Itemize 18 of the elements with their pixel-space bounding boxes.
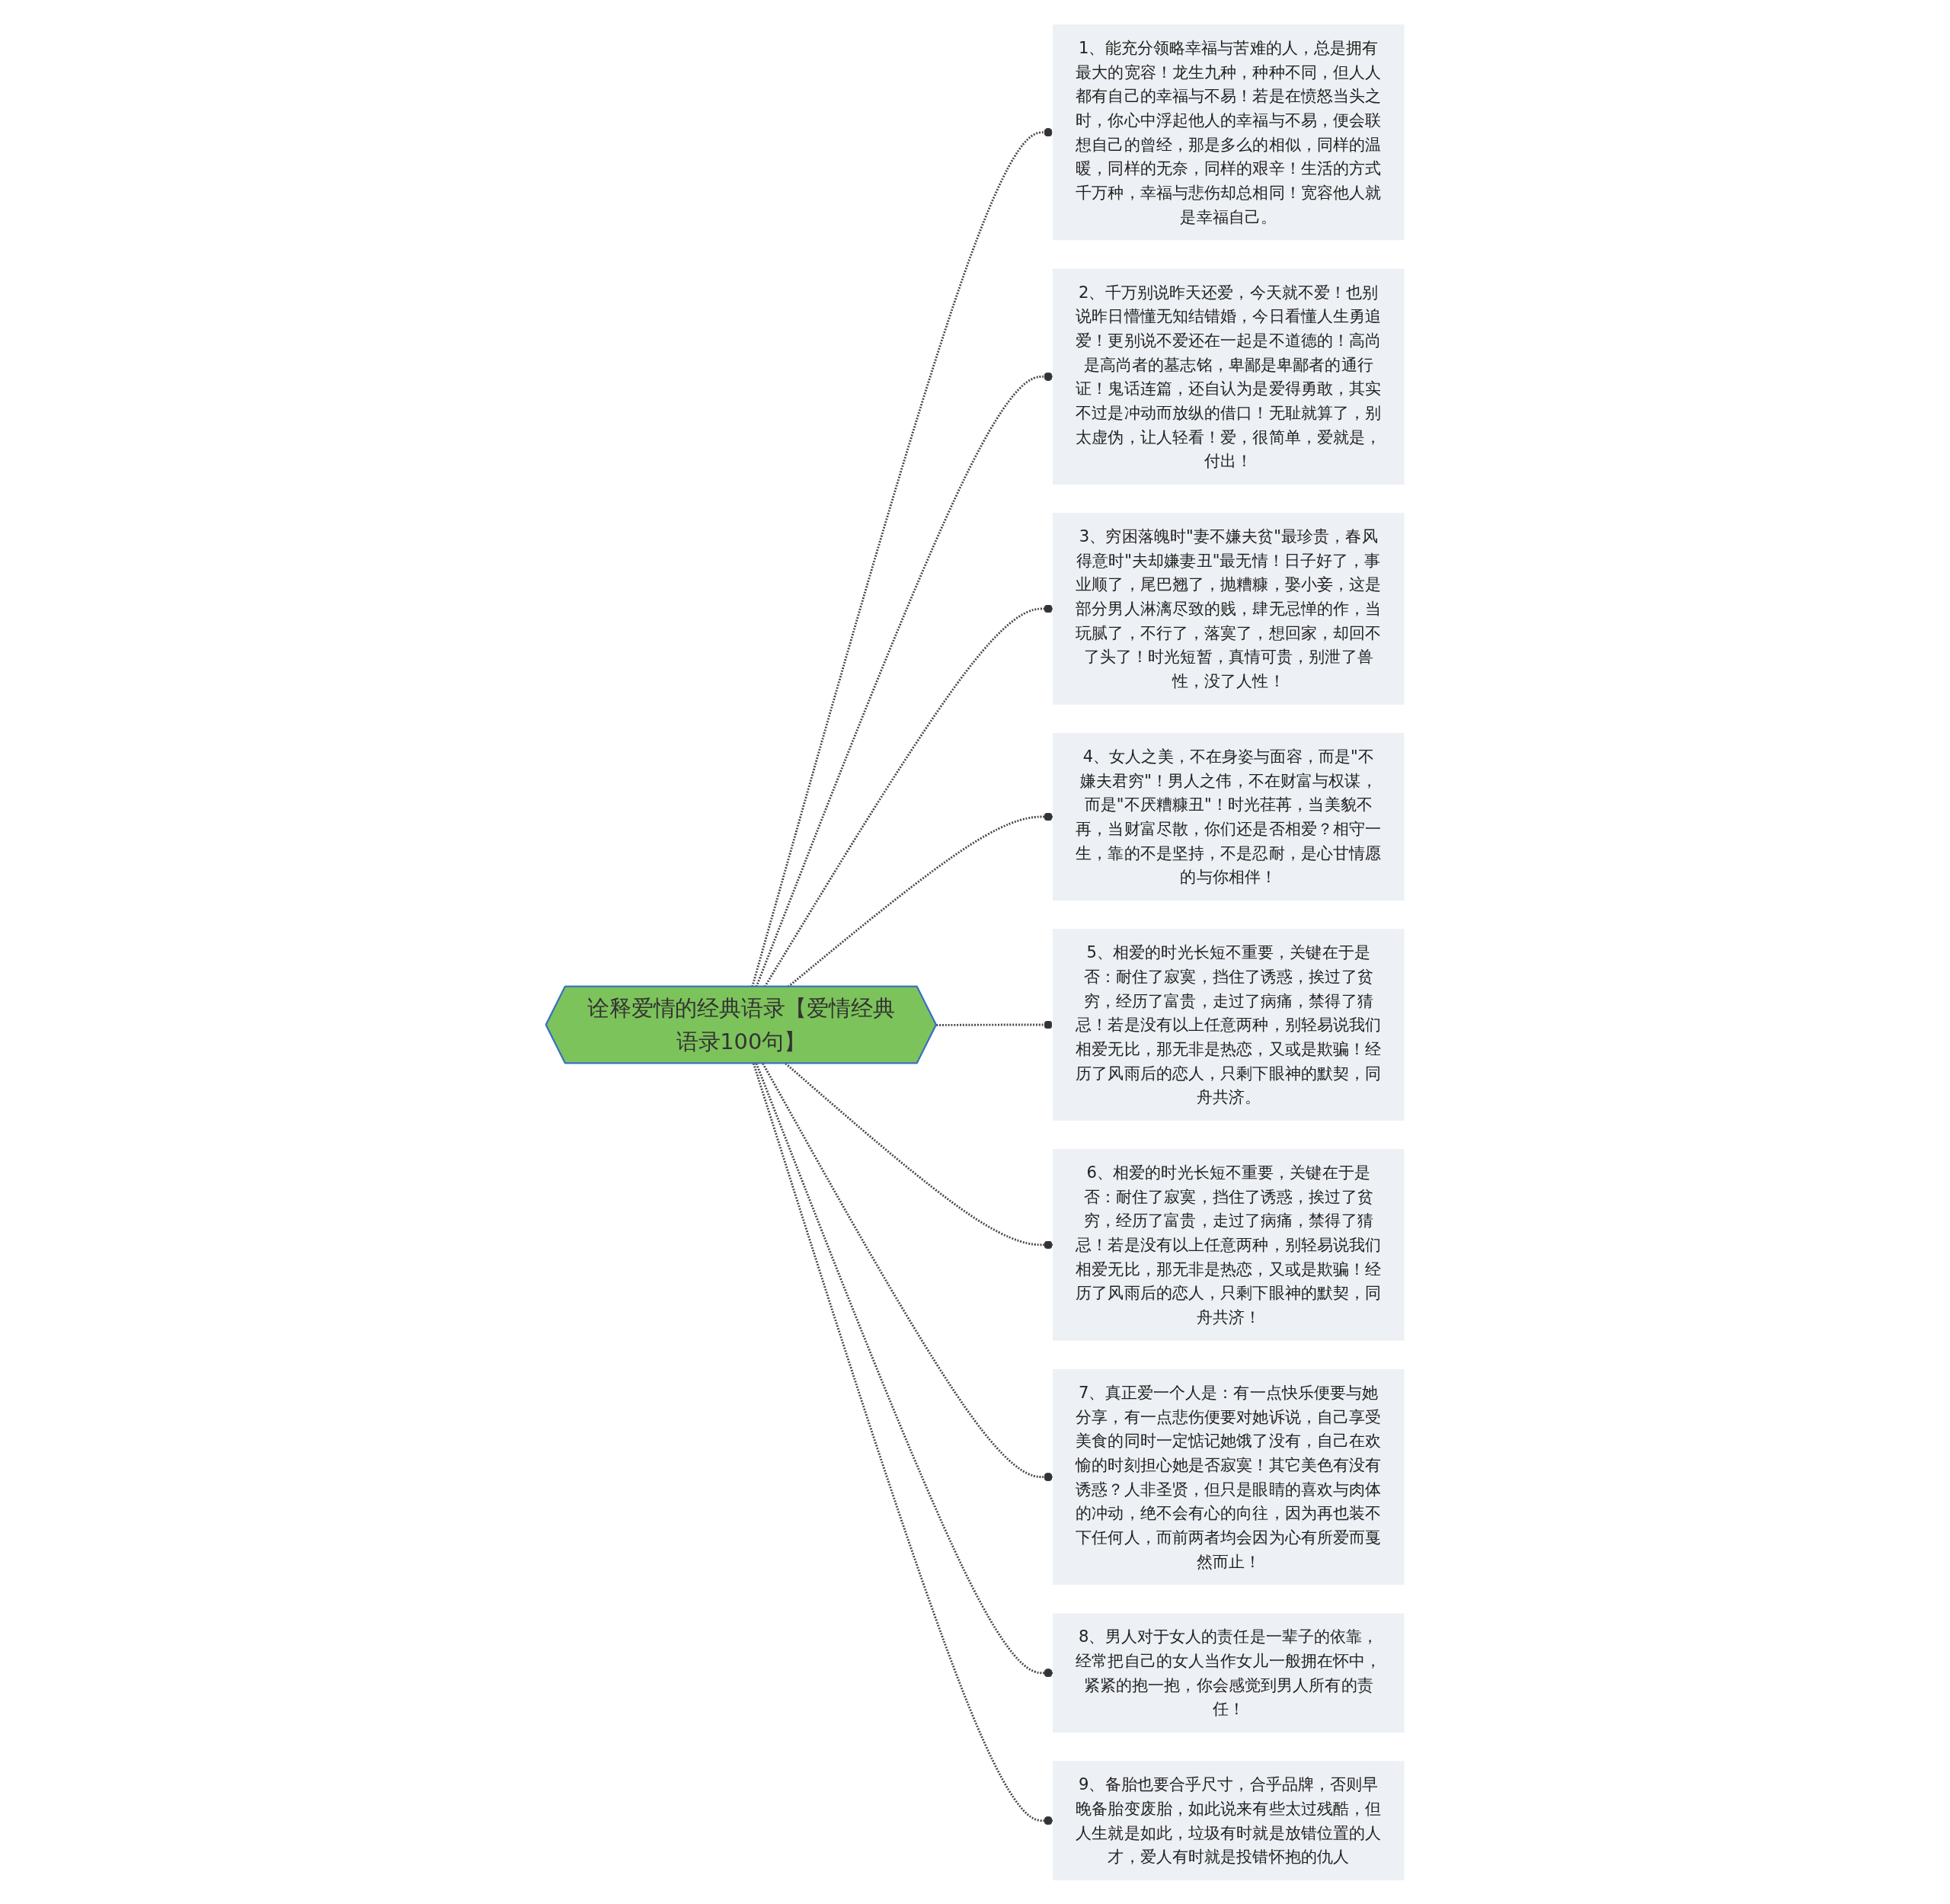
connector [753, 1062, 1053, 1825]
connector [936, 1019, 1053, 1029]
node-box: 5、相爱的时光长短不重要，关键在于是否：耐住了寂寞，挡住了诱惑，挨过了贫穷，经历了富贵，走过了病痛，禁得了猜忌！若是没有以上任意两种，别轻易说我们相爱无比，那无非是热恋，又或是欺骗！经历了风雨后的恋人，只剩下眼神的默契，同舟共济。 [1053, 928, 1405, 1121]
connector [787, 811, 1053, 987]
node-box: 6、相爱的时光长短不重要，关键在于是否：耐住了寂寞，挡住了诱惑，挨过了贫穷，经历了富贵，走过了病痛，禁得了猜忌！若是没有以上任意两种，别轻易说我们相爱无比，那无非是热恋，又或是欺骗！经历了风雨后的恋人，只剩下眼神的默契，同舟共济！ [1053, 1148, 1405, 1341]
node-box: 7、真正爱一个人是：有一点快乐便要与她分享，有一点悲伤便要对她诉说，自己享受美食的同时一定惦记她饿了没有，自己在欢愉的时刻担心她是否寂寞！其它美色有没有诱惑？人非圣贤，但只是眼睛的喜欢与肉体的冲动，绝不会有心的向往，因为再也装不下任何人，而前两者均会因为心有所爱而戛然而止！ [1053, 1368, 1405, 1585]
node-box: 8、男人对于女人的责任是一辈子的依靠，经常把自己的女人当作女儿一般拥在怀中，紧紧的抱一抱，你会感觉到男人所有的责任！ [1053, 1613, 1405, 1733]
connector [751, 127, 1053, 987]
node-box: 1、能充分领略幸福与苦难的人，总是拥有最大的宽容！龙生九种，种种不同，但人人都有自己的幸福与不易！若是在愤怒当头之时，你心中浮起他人的幸福与不易，便会联想自己的曾经，那是多么的相似，同样的温暖，同样的无奈，同样的艰辛！生活的方式千万种，幸福与悲伤却总相同！宽容他人就是幸福自己。 [1053, 24, 1405, 240]
connector [762, 1062, 1053, 1481]
connector [763, 603, 1053, 987]
node-box: 4、女人之美，不在身姿与面容，而是"不嫌夫君穷"！男人之伟，不在财富与权谋，而是"不厌糟糠丑"！时光荏苒，当美貌不再，当财富尽散，你们还是否相爱？相守一生，靠的不是坚持，不是忍耐，是心甘情愿的与你相伴！ [1053, 732, 1405, 901]
node-box: 3、穷困落魄时"妻不嫌夫贫"最珍贵，春风得意时"夫却嫌妻丑"最无情！日子好了，事业顺了，尾巴翘了，抛糟糠，娶小妾，这是部分男人淋漓尽致的贱，肆无忌惮的作，当玩腻了，不行了，落寞了，想回家，却回不了头了！时光短暂，真情可贵，别泄了兽性，没了人性！ [1053, 512, 1405, 705]
connector [755, 1062, 1053, 1678]
node-box: 2、千万别说昨天还爱，今天就不爱！也别说昨日懵懂无知结错婚，今日看懂人生勇追爱！更别说不爱还在一起是不道德的！高尚是高尚者的墓志铭，卑鄙是卑鄙者的通行证！鬼话连篇，还自认为是爱得勇敢，其实不过是冲动而放纵的借口！无耻就算了，别太虚伪，让人轻看！爱，很简单，爱就是，付出！ [1053, 268, 1405, 485]
node-box: 9、备胎也要合乎尺寸，合乎品牌，否则早晚备胎变废胎，如此说来有些太过残酷，但人生就是如此，垃圾有时就是放错位置的人才，爱人有时就是投错怀抱的仇人 [1053, 1760, 1405, 1880]
connector [755, 371, 1053, 987]
connector [785, 1062, 1053, 1250]
